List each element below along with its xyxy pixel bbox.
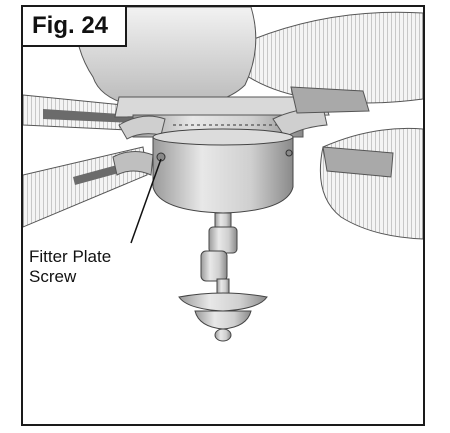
pull-chain-assembly	[200, 212, 238, 298]
fitter-plate-screw-label: Fitter Plate Screw	[29, 247, 149, 287]
finial	[178, 292, 268, 342]
blade-upper-right	[234, 11, 423, 104]
callout-line-1: Fitter Plate	[29, 247, 112, 266]
callout-leader	[130, 158, 162, 244]
figure-frame: Fig. 24 Fitter Plate Screw	[21, 5, 425, 426]
switch-housing	[152, 128, 294, 214]
blade-brackets	[112, 86, 394, 178]
ceiling-fan-illustration	[23, 7, 423, 342]
callout-line-2: Screw	[29, 267, 77, 286]
figure-label: Fig. 24	[23, 7, 127, 47]
blade-lower-right	[319, 127, 423, 240]
